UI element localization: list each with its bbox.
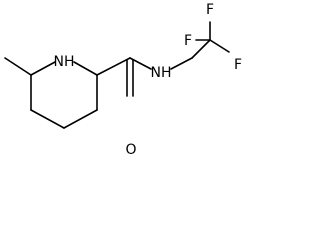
structure-canvas: NH NH O F F F	[0, 0, 245, 155]
bond-amide-n-ch2	[170, 57, 193, 70]
bond-carbonyl-amide-n	[129, 57, 152, 70]
bond-ring-n-c2	[73, 61, 98, 76]
bond-ring-c3-c4	[63, 109, 98, 129]
atom-label-layer: NH NH O F F F	[54, 2, 243, 155]
amide-nitrogen-label: NH	[151, 65, 172, 81]
bond-ch2-cf3	[191, 39, 211, 59]
bond-methyl	[4, 57, 32, 76]
ring-nitrogen-label: NH	[54, 54, 75, 70]
fluorine-right-label: F	[234, 57, 242, 73]
bond-c-f-right	[209, 39, 230, 53]
bond-ring-c4-c5	[30, 109, 65, 129]
chemical-structure: NH NH O F F F	[4, 2, 243, 155]
bond-ring-c6-n	[30, 61, 56, 76]
carbonyl-oxygen-label: O	[125, 142, 136, 155]
bond-layer	[4, 21, 230, 129]
fluorine-top-label: F	[206, 2, 214, 18]
fluorine-left-label: F	[184, 33, 192, 49]
bond-c2-carbonyl	[96, 57, 131, 76]
